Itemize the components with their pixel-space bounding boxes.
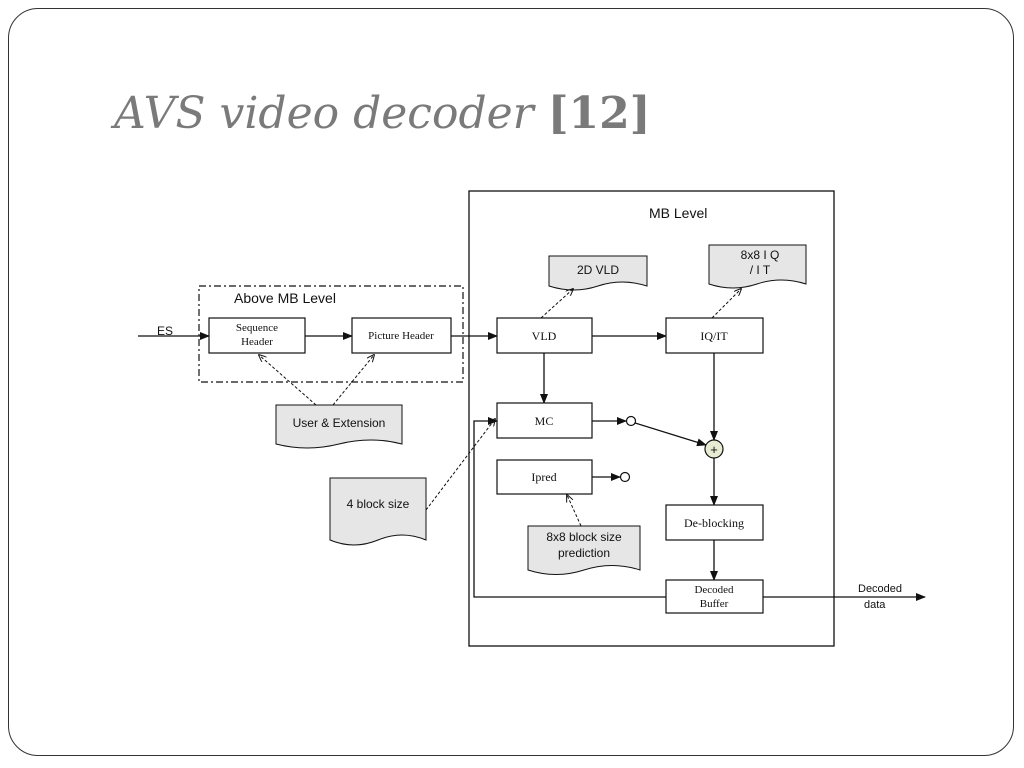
mc-switch-node <box>625 415 637 427</box>
note-8x8-prediction-pointer <box>567 495 582 527</box>
note-8x8-iq-line2: / I T <box>750 263 771 277</box>
sequence-header-label-line1: Sequence <box>236 322 278 334</box>
sequence-header-label-line2: Header <box>241 336 273 348</box>
switch-to-adder-arrow <box>634 422 707 447</box>
iq-it-label: IQ/IT <box>700 329 728 343</box>
es-label: ES <box>157 324 173 338</box>
slide-frame <box>8 8 1014 756</box>
deblocking-label: De-blocking <box>684 516 744 530</box>
note-4-block-size-label: 4 block size <box>347 497 410 511</box>
note-user-extension-label: User & Extension <box>293 416 386 430</box>
note-8x8-prediction-line2: prediction <box>558 546 610 560</box>
output-label-line2: data <box>864 599 886 611</box>
mb-level-container <box>468 190 835 647</box>
slide-title-main: AVS video decoder <box>114 88 534 139</box>
note-user-extension-pointer-seq <box>259 355 317 406</box>
above-mb-level-label: Above MB Level <box>234 290 336 306</box>
buffer-feedback-arrow <box>473 417 666 598</box>
note-4-block-size <box>329 477 427 546</box>
ipred-switch-node <box>619 471 631 483</box>
vld-label: VLD <box>532 329 557 343</box>
note-8x8-iq-line1: 8x8 I Q <box>741 248 780 262</box>
note-8x8-prediction <box>527 525 641 575</box>
slide-title: AVS video decoder [12] <box>114 88 651 139</box>
sequence-header-block <box>208 317 306 354</box>
note-8x8-prediction-line1: 8x8 block size <box>546 530 622 544</box>
mc-label: MC <box>535 414 554 428</box>
output-label-line1: Decoded <box>858 583 902 595</box>
note-4-block-size-pointer <box>425 419 495 511</box>
iq-it-block <box>665 317 764 354</box>
note-8x8-iq-pointer <box>711 289 741 319</box>
ipred-label: Ipred <box>531 470 556 484</box>
above-mb-level-container <box>198 285 464 383</box>
decoded-buffer-block <box>665 579 764 614</box>
note-8x8-iq <box>708 244 807 289</box>
note-2d-vld <box>548 255 648 291</box>
decoded-buffer-label-line1: Decoded <box>694 584 734 596</box>
picture-header-label: Picture Header <box>368 330 434 342</box>
note-user-extension-pointer-pic <box>332 355 374 406</box>
slide-title-reference: [12] <box>547 88 651 139</box>
mb-level-label: MB Level <box>649 205 707 221</box>
note-2d-vld-pointer <box>540 289 573 319</box>
adder-symbol: + <box>710 442 718 457</box>
decoded-buffer-label-line2: Buffer <box>700 598 729 610</box>
note-user-extension <box>275 404 403 449</box>
note-2d-vld-label: 2D VLD <box>577 263 619 277</box>
